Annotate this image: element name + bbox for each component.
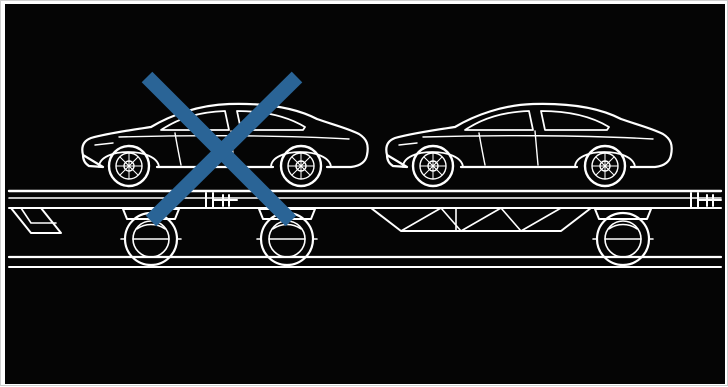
ground-rails [9, 257, 721, 267]
rail-deck [9, 191, 721, 208]
car-right [386, 104, 671, 186]
